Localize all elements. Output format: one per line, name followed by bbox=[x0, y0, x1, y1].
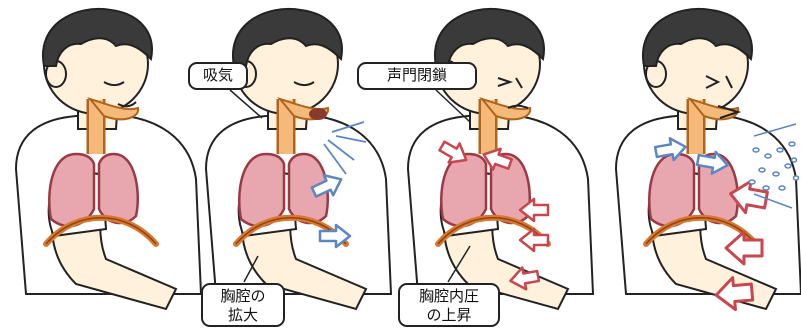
person-icon bbox=[206, 9, 391, 309]
panel-glottis-closure bbox=[408, 9, 593, 309]
pressure-rise-label: 胸腔内圧 の上昇 bbox=[398, 283, 500, 327]
person-icon bbox=[16, 9, 201, 309]
open-mouth-icon bbox=[309, 108, 327, 120]
chest-expansion-label: 胸腔の 拡大 bbox=[201, 283, 285, 327]
panel-inhale bbox=[206, 9, 391, 309]
panel-rest bbox=[16, 9, 201, 309]
panel-cough bbox=[616, 9, 801, 311]
glottis-closure-label: 声門閉鎖 bbox=[357, 62, 477, 90]
inhale-label: 吸気 bbox=[188, 62, 248, 90]
